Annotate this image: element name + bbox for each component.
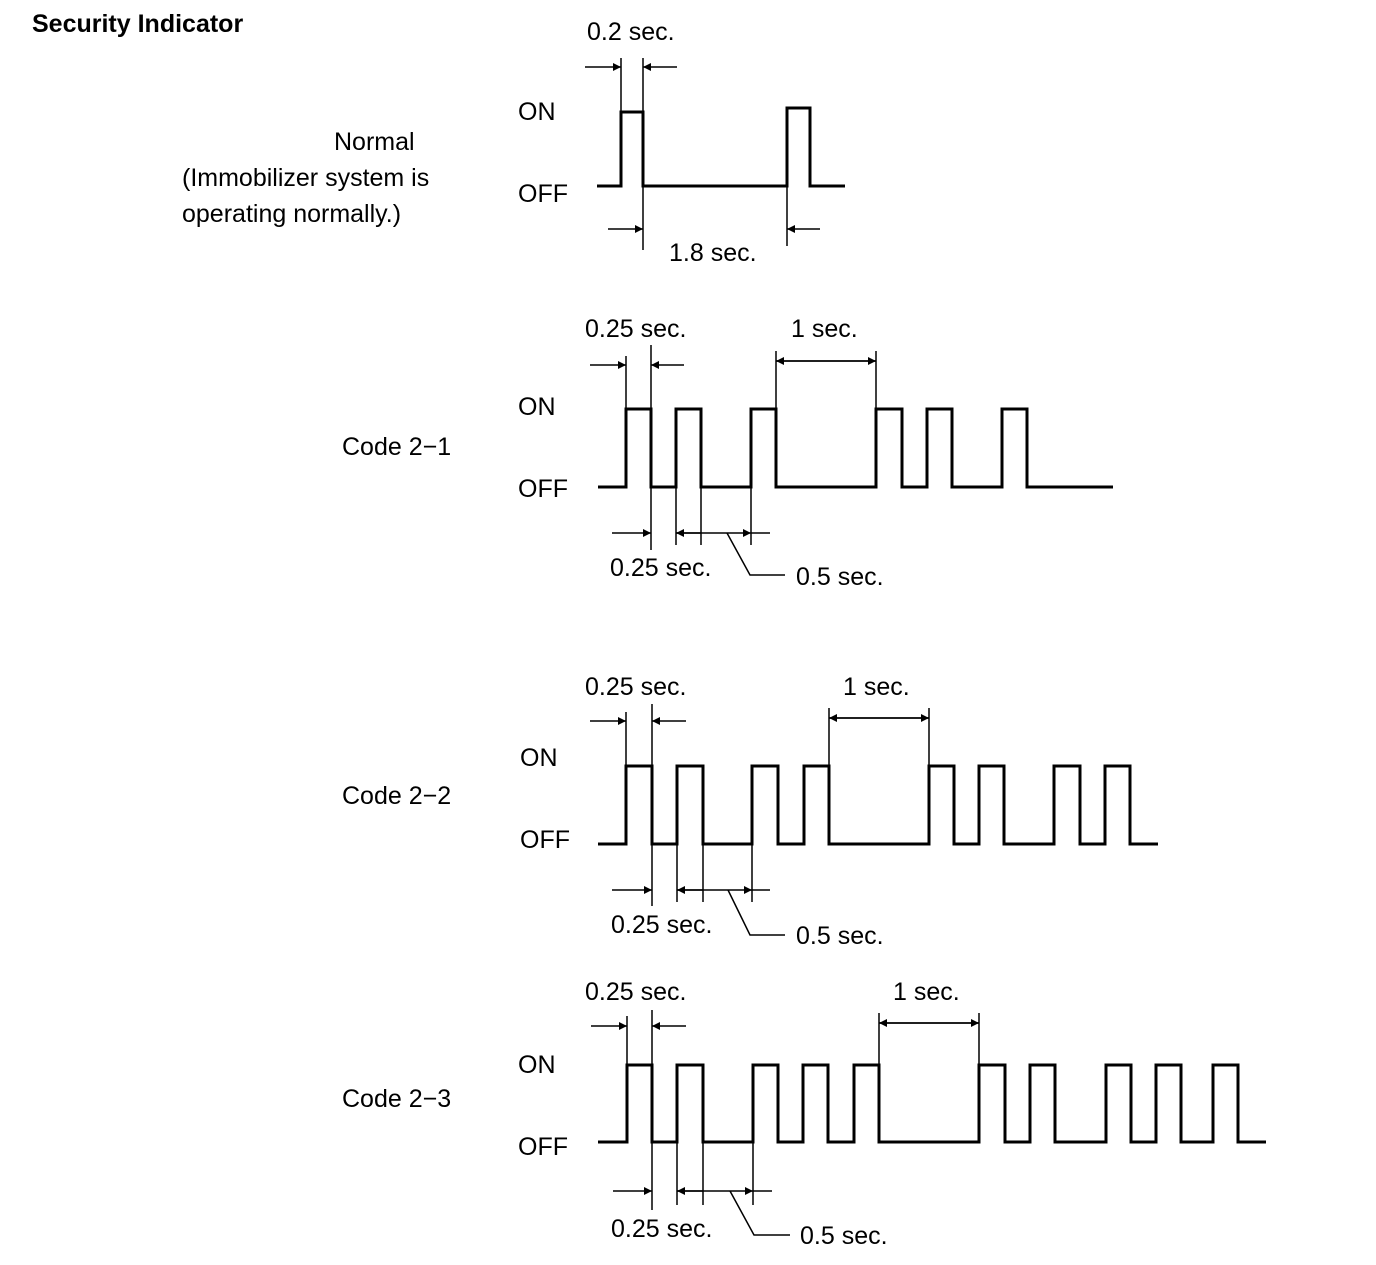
code-2-1-long-off-duration: 0.5 sec. <box>796 563 884 591</box>
normal-on-duration: 0.2 sec. <box>587 18 675 46</box>
code-2-3-pause-duration: 1 sec. <box>893 978 960 1006</box>
code-2-1-diagram: Code 2−1 ON OFF 0.25 sec. 1 sec. 0.25 se… <box>342 315 1113 591</box>
code-2-1-pause-duration: 1 sec. <box>791 315 858 343</box>
normal-label-line-1: Normal <box>334 128 415 156</box>
page-title: Security Indicator <box>32 10 243 38</box>
code-2-3-diagram: Code 2−3 ON OFF 0.25 sec. 1 sec. 0.25 se… <box>342 978 1266 1250</box>
code-2-2-long-off-duration: 0.5 sec. <box>796 922 884 950</box>
code-2-1-label: Code 2−1 <box>342 433 451 461</box>
code-2-3-off-duration: 0.25 sec. <box>611 1215 712 1243</box>
code-2-3-waveform <box>598 1063 1266 1144</box>
normal-label-line-3: operating normally.) <box>182 200 401 228</box>
code-2-3-label: Code 2−3 <box>342 1085 451 1113</box>
code-2-2-off-level-label: OFF <box>520 826 570 854</box>
code-2-2-on-duration: 0.25 sec. <box>585 673 686 701</box>
code-2-3-long-off-duration: 0.5 sec. <box>800 1222 888 1250</box>
normal-waveform <box>597 106 845 188</box>
normal-off-level-label: OFF <box>518 180 568 208</box>
code-2-2-on-level-label: ON <box>520 744 558 772</box>
code-2-2-diagram: Code 2−2 ON OFF 0.25 sec. 1 sec. 0.25 se… <box>342 673 1158 950</box>
code-2-1-off-duration: 0.25 sec. <box>610 554 711 582</box>
code-2-3-off-level-label: OFF <box>518 1133 568 1161</box>
code-2-2-pause-duration: 1 sec. <box>843 673 910 701</box>
normal-diagram: Normal (Immobilizer system is operating … <box>182 18 845 267</box>
code-2-2-waveform <box>598 764 1158 846</box>
code-2-1-on-duration: 0.25 sec. <box>585 315 686 343</box>
code-2-1-off-level-label: OFF <box>518 475 568 503</box>
normal-label-line-2: (Immobilizer system is <box>182 164 429 192</box>
code-2-1-on-level-label: ON <box>518 393 556 421</box>
code-2-2-label: Code 2−2 <box>342 782 451 810</box>
normal-off-duration: 1.8 sec. <box>669 239 757 267</box>
code-2-1-waveform <box>598 407 1113 489</box>
code-2-2-off-duration: 0.25 sec. <box>611 911 712 939</box>
code-2-3-on-duration: 0.25 sec. <box>585 978 686 1006</box>
normal-on-level-label: ON <box>518 98 556 126</box>
code-2-3-on-level-label: ON <box>518 1051 556 1079</box>
